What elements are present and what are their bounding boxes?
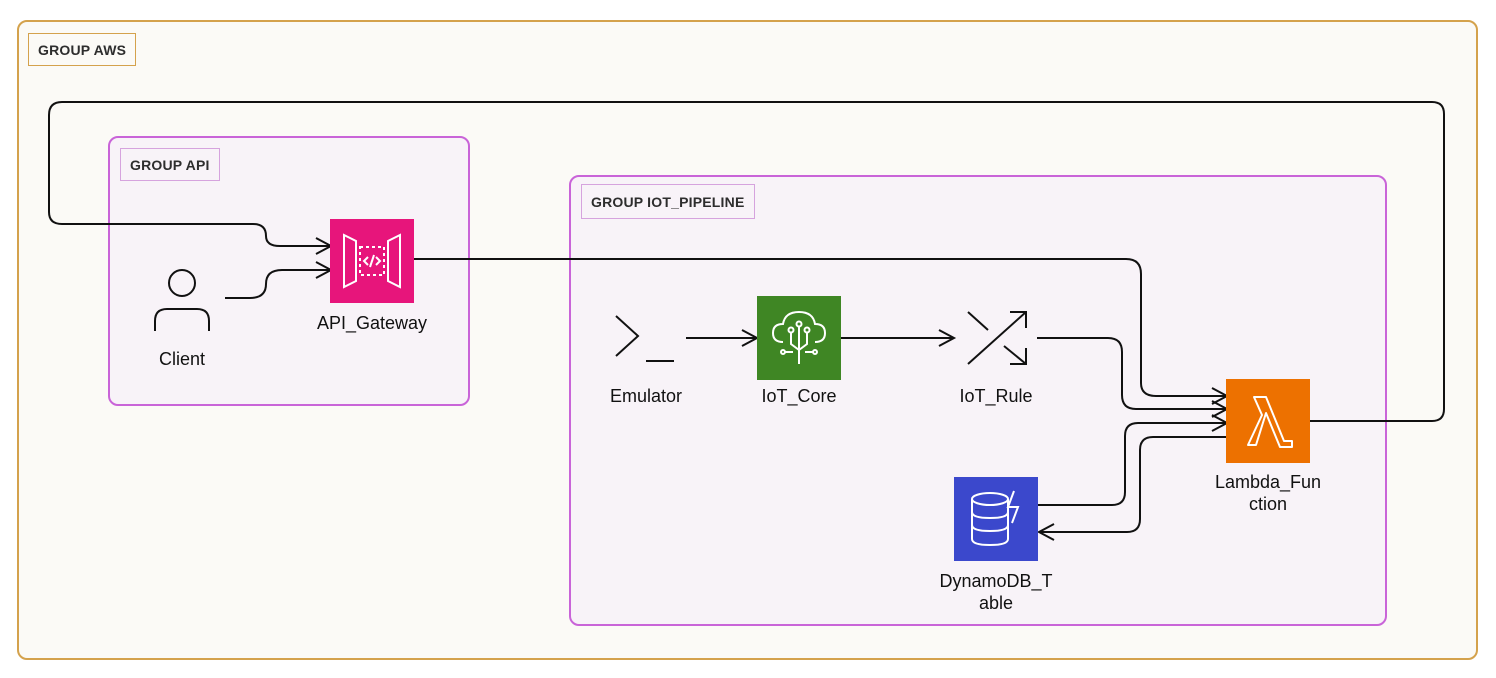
dynamodb-table-label: DynamoDB_T able <box>926 570 1066 614</box>
edge-api-gateway-to-lambda[interactable] <box>414 258 1226 397</box>
emulator-node[interactable] <box>612 310 678 366</box>
user-icon <box>154 269 210 331</box>
edge-lambda-to-dynamodb[interactable] <box>1040 436 1226 533</box>
dynamodb-table-node[interactable] <box>954 477 1038 561</box>
client-node[interactable] <box>150 265 214 335</box>
api-gateway-label: API_Gateway <box>316 313 428 333</box>
terminal-icon <box>615 315 674 362</box>
lambda-function-label-line1: Lambda_Fun <box>1214 472 1322 492</box>
iot-rule-node[interactable] <box>962 306 1032 370</box>
iot-core-node[interactable] <box>757 296 841 380</box>
lambda-function-label: Lambda_Fun ction <box>1198 471 1338 515</box>
api-gateway-icon <box>343 233 401 289</box>
lambda-function-node[interactable] <box>1226 379 1310 463</box>
lambda-icon <box>1247 396 1293 448</box>
group-iot-pipeline-label: GROUP IOT_PIPELINE <box>581 184 755 219</box>
client-label: Client <box>158 349 206 369</box>
emulator-label: Emulator <box>609 386 683 406</box>
arrowhead <box>1036 523 1055 541</box>
iot-rule-label: IoT_Rule <box>959 386 1033 406</box>
api-gateway-node[interactable] <box>330 219 414 303</box>
group-aws-label: GROUP AWS <box>28 33 137 66</box>
lambda-function-label-line2: ction <box>1248 494 1288 514</box>
edge-iot-rule-to-lambda[interactable] <box>1037 337 1226 410</box>
shuffle-icon <box>967 311 1027 365</box>
iot-core-label: IoT_Core <box>761 386 837 406</box>
dynamodb-table-label-line2: able <box>978 593 1014 613</box>
arrowhead <box>938 329 957 347</box>
iot-core-icon <box>771 310 827 364</box>
dynamodb-icon <box>971 490 1020 547</box>
edge-dynamodb-to-lambda[interactable] <box>1038 422 1226 506</box>
edge-client-to-api-gateway[interactable] <box>225 269 330 299</box>
edge-lambda-to-api-gateway[interactable] <box>48 101 1445 422</box>
group-api-label: GROUP API <box>120 148 220 181</box>
dynamodb-table-label-line1: DynamoDB_T <box>939 571 1053 591</box>
